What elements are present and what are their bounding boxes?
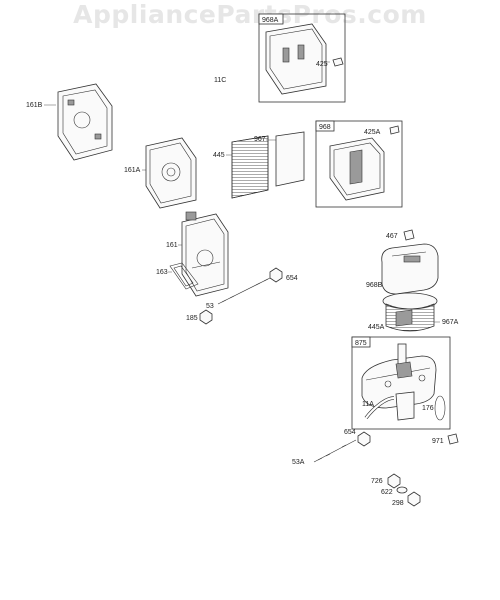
stud-53[interactable] <box>217 275 275 305</box>
breather-tube-11c[interactable] <box>207 64 253 100</box>
label-875[interactable]: 875 <box>355 340 367 347</box>
label-968[interactable]: 968 <box>319 124 331 131</box>
air-filter-445a[interactable] <box>382 292 438 332</box>
air-cleaner-base-161[interactable] <box>181 211 229 297</box>
nut-185[interactable] <box>199 309 213 325</box>
air-cleaner-cover-968[interactable] <box>329 137 385 201</box>
label-176[interactable]: 176 <box>422 405 434 412</box>
label-425[interactable]: 425 <box>316 61 328 68</box>
gasket-163[interactable] <box>169 262 199 290</box>
label-971[interactable]: 971 <box>432 438 444 445</box>
label-11c[interactable]: 11C <box>214 77 226 84</box>
nut-726[interactable] <box>387 473 401 489</box>
nut-654-upper[interactable] <box>269 267 283 283</box>
fitting-971[interactable] <box>447 433 459 445</box>
box-968: 968 425A <box>315 120 403 208</box>
box-875: 875 11A 176 <box>351 336 451 430</box>
label-445a[interactable]: 445A <box>368 324 385 331</box>
air-cleaner-base-875[interactable] <box>361 343 437 421</box>
air-filter-445[interactable] <box>231 135 269 199</box>
label-968a[interactable]: 968A <box>262 17 279 24</box>
nut-298[interactable] <box>407 491 421 507</box>
washer-622[interactable] <box>396 486 408 494</box>
label-53a[interactable]: 53A <box>292 459 305 466</box>
knob-467[interactable] <box>403 229 415 241</box>
nut-654-lower[interactable] <box>357 431 371 447</box>
label-11a[interactable]: 11A <box>362 401 374 408</box>
stud-53a[interactable] <box>313 439 357 463</box>
label-726[interactable]: 726 <box>371 478 383 485</box>
air-cleaner-base-161a[interactable] <box>145 137 197 209</box>
air-cleaner-cover-968a[interactable] <box>265 23 327 95</box>
label-654-lower[interactable]: 654 <box>344 429 356 436</box>
label-445[interactable]: 445 <box>213 152 225 159</box>
screw-425a[interactable] <box>389 125 400 135</box>
label-185[interactable]: 185 <box>186 315 198 322</box>
label-967a[interactable]: 967A <box>442 319 459 326</box>
label-161a[interactable]: 161A <box>124 167 141 174</box>
label-53[interactable]: 53 <box>206 303 214 310</box>
label-163[interactable]: 163 <box>156 269 168 276</box>
box-968a: 968A 425 <box>258 13 346 103</box>
label-161[interactable]: 161 <box>166 242 178 249</box>
air-cleaner-base-161b[interactable] <box>57 83 113 161</box>
label-654-upper[interactable]: 654 <box>286 275 298 282</box>
label-967[interactable]: 967 <box>254 136 266 143</box>
watermark: AppliancePartsPros.com <box>73 0 427 29</box>
o-ring-176[interactable] <box>434 395 446 421</box>
label-467[interactable]: 467 <box>386 233 398 240</box>
label-968b[interactable]: 968B <box>366 282 383 289</box>
label-161b[interactable]: 161B <box>26 102 43 109</box>
air-cleaner-cover-968b[interactable] <box>381 243 439 295</box>
pre-cleaner-967[interactable] <box>275 131 305 187</box>
label-425a[interactable]: 425A <box>364 129 381 136</box>
label-298[interactable]: 298 <box>392 500 404 507</box>
screw-425[interactable] <box>327 57 344 67</box>
label-622[interactable]: 622 <box>381 489 393 496</box>
breather-tube-11a[interactable] <box>364 396 395 420</box>
